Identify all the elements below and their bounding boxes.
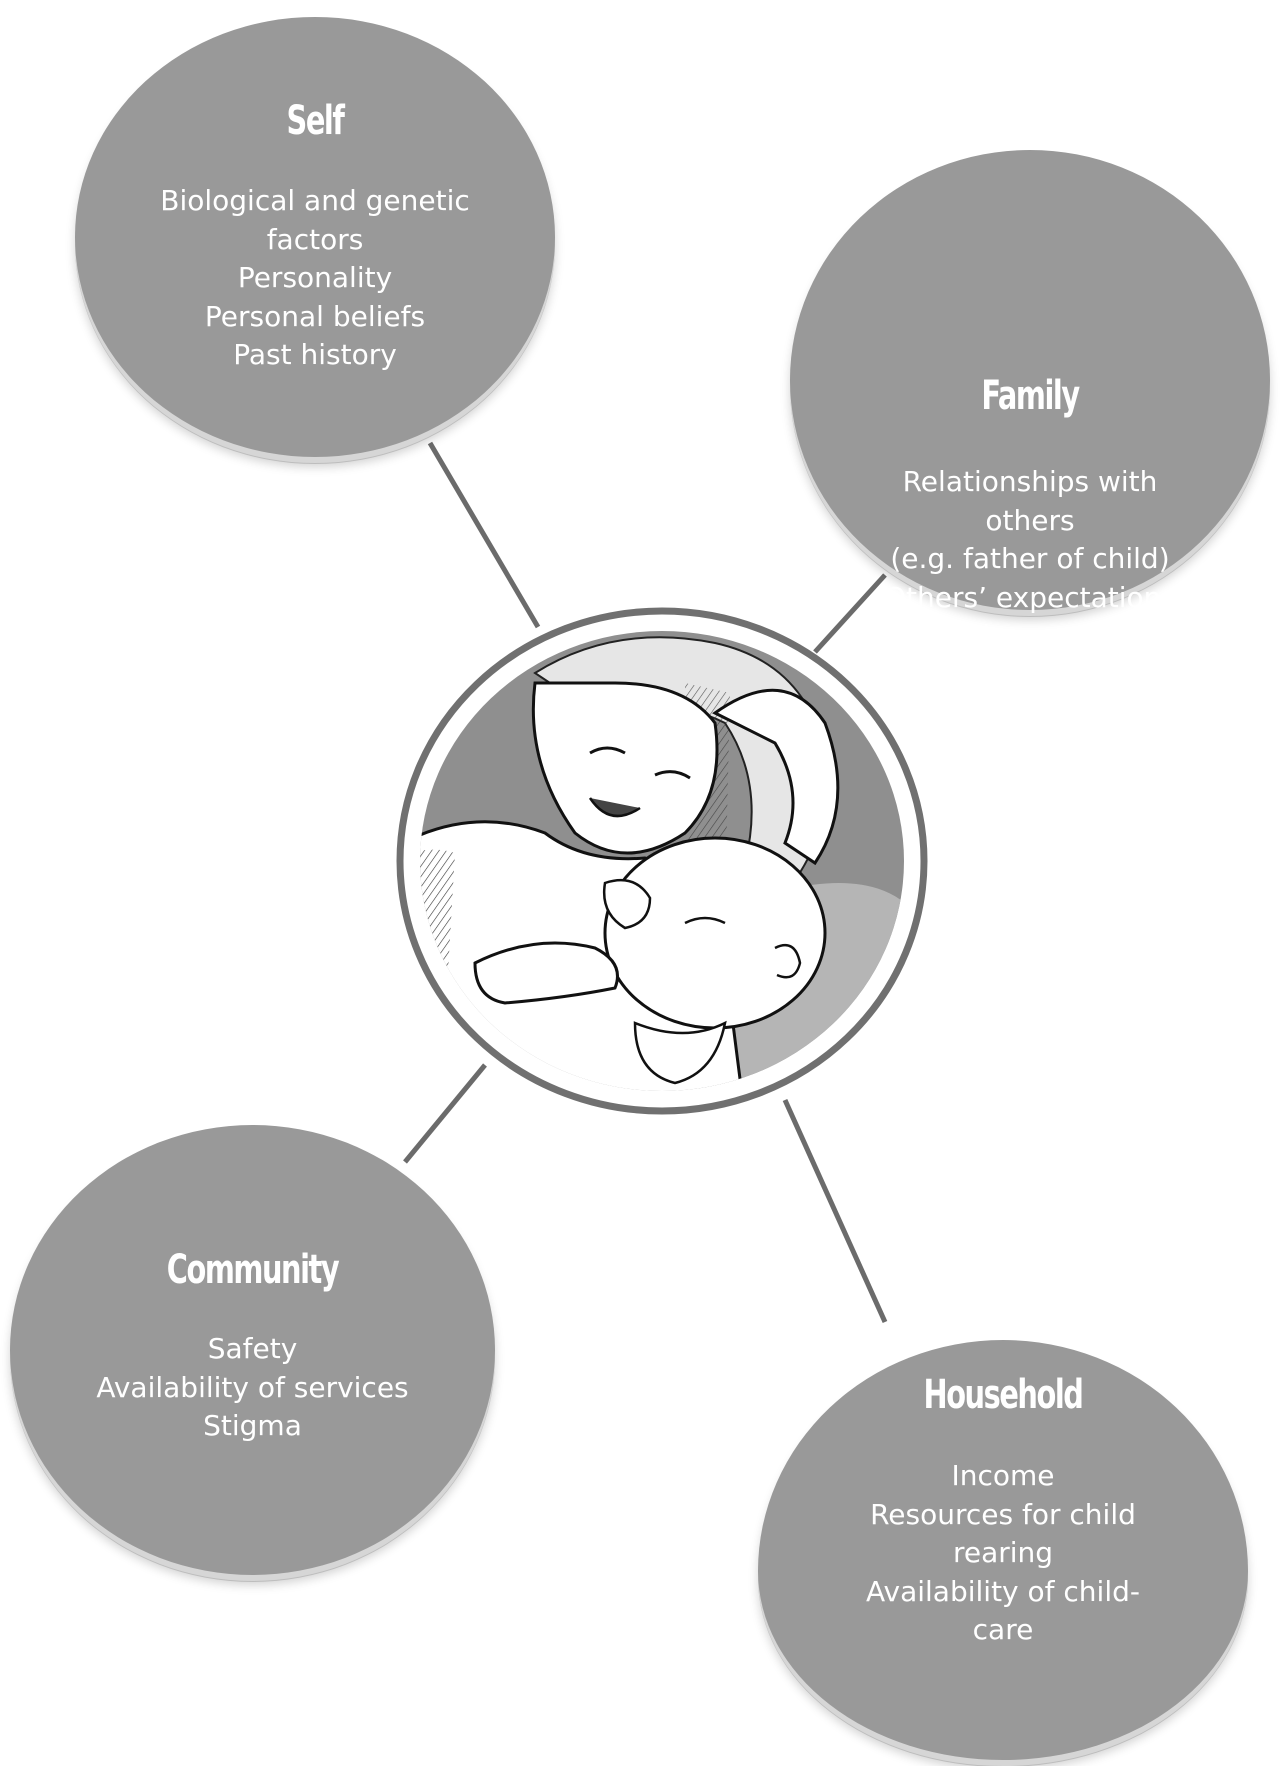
community-factors: Safety Availability of services Stigma [10,1330,495,1446]
self-factors: Biological and genetic factors Personali… [75,182,555,375]
household-bubble: Household Income Resources for child rea… [758,1340,1248,1760]
family-factor: of mother and baby [891,619,1169,652]
family-factor: Relationships with [902,465,1158,498]
mother-breastfeeding-baby-illustration [396,607,928,1115]
connector-family [813,573,887,654]
self-factor: Biological and genetic [160,184,470,217]
self-title: Self [286,98,345,144]
connector-household [782,1098,888,1324]
connector-community [403,1063,487,1164]
self-bubble: Self Biological and genetic factors Pers… [75,17,555,457]
household-title: Household [923,1372,1084,1418]
community-factor: Safety [207,1332,298,1365]
community-factor: Stigma [203,1409,302,1442]
self-factor: Past history [233,338,397,371]
community-title: Community [166,1247,340,1293]
community-bubble: Community Safety Availability of service… [10,1125,495,1575]
household-factor: rearing [952,1536,1054,1569]
household-factor: Availability of child- [866,1574,1140,1608]
household-factors: Income Resources for child rearing Avail… [758,1457,1248,1650]
household-factor: Income [951,1459,1055,1492]
family-bubble: Family Relationships with others (e.g. f… [790,150,1270,652]
family-factors: Relationships with others (e.g. father o… [790,463,1270,656]
family-factor: Others’ expectations [884,580,1176,614]
household-factor: Resources for child [870,1497,1136,1531]
self-factor: Personal beliefs [204,299,426,333]
community-factor: Availability of services [96,1370,409,1404]
family-title: Family [981,373,1080,419]
connector-self [427,441,541,629]
household-factor: care [972,1613,1034,1646]
self-factor: Personality [237,261,393,294]
self-factor: factors [266,222,364,256]
family-factor: (e.g. father of child) [890,542,1170,575]
family-factor: others [985,503,1075,537]
illustration-artwork [420,631,904,1091]
